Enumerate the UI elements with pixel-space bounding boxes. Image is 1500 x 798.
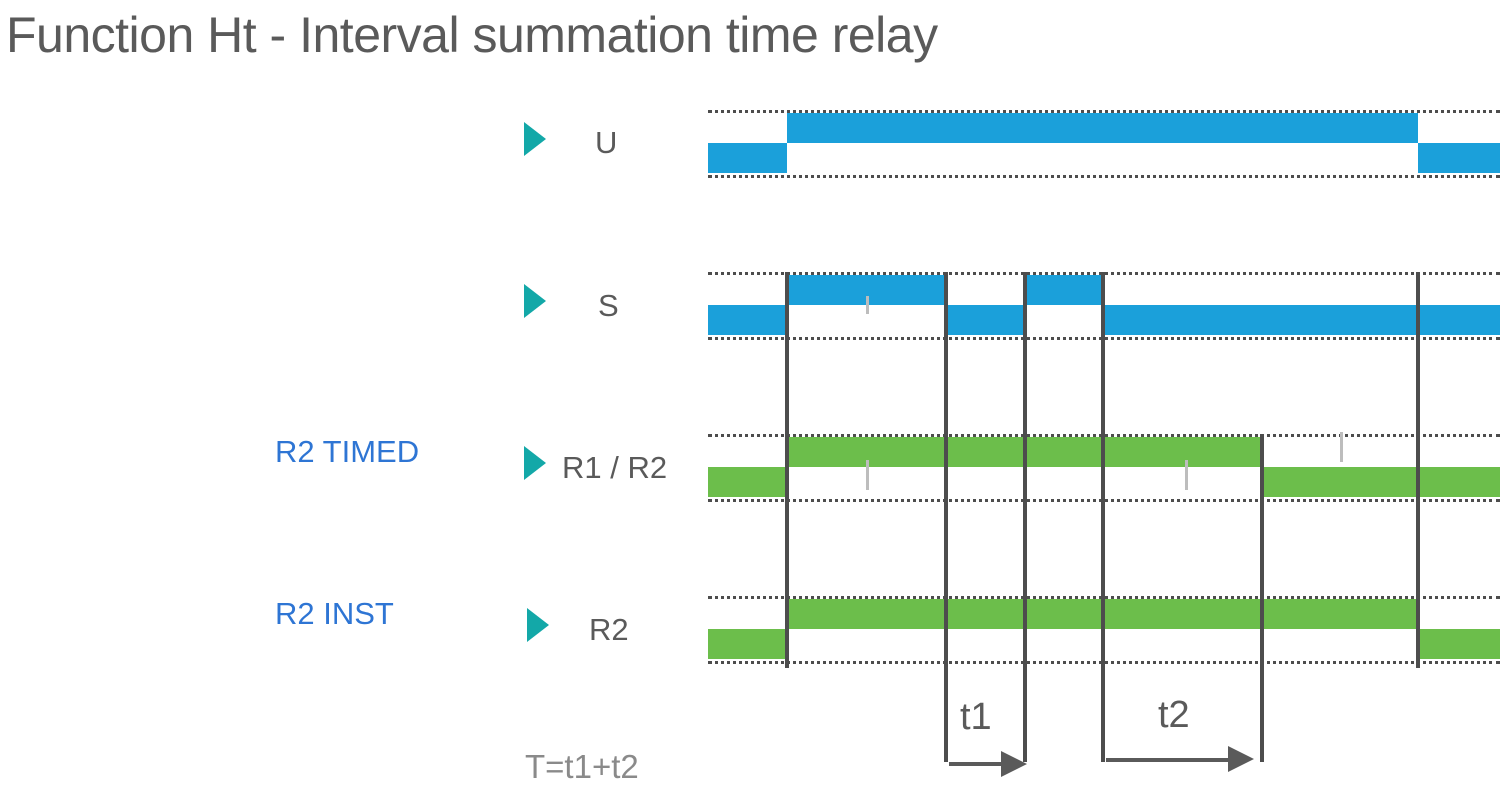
waveform-segment-low — [708, 629, 787, 659]
side-label-r2-inst: R2 INST — [275, 596, 394, 631]
page-title: Function Ht - Interval summation time re… — [6, 7, 938, 63]
event-line-3 — [1101, 272, 1105, 762]
play-triangle-icon — [527, 608, 549, 642]
minor-tick — [1185, 460, 1188, 490]
play-triangle-icon — [524, 284, 546, 318]
signal-label-u: U — [595, 125, 618, 160]
waveform-segment-low — [1418, 143, 1500, 173]
measure-bar — [1106, 758, 1238, 762]
play-triangle-icon — [524, 122, 546, 156]
side-label-r2-timed: R2 TIMED — [275, 434, 420, 469]
event-line-1 — [944, 272, 948, 762]
arrow-head-icon — [1001, 751, 1027, 777]
waveform-segment-low — [946, 305, 1025, 335]
guide-line-bottom — [708, 175, 1500, 178]
event-line-4 — [1260, 434, 1264, 762]
formula-text: T=t1+t2 — [525, 748, 639, 785]
measure-bar — [949, 762, 1011, 766]
minor-tick — [866, 296, 869, 314]
play-triangle-icon — [524, 446, 546, 480]
guide-line-top — [708, 110, 1500, 113]
minor-tick — [866, 460, 869, 490]
waveform-segment-low — [1262, 467, 1500, 497]
waveform-segment-low — [1418, 629, 1500, 659]
arrow-head-icon — [1228, 746, 1254, 772]
waveform-segment-low — [708, 467, 787, 497]
waveform-segment-high — [1025, 275, 1103, 305]
event-line-0 — [785, 272, 789, 668]
event-line-5 — [1416, 272, 1420, 668]
signal-label-s: S — [598, 288, 619, 323]
measure-label-t1: t1 — [960, 696, 992, 738]
signal-label-r2: R2 — [589, 612, 629, 647]
minor-tick — [1340, 432, 1343, 462]
event-line-2 — [1023, 272, 1027, 762]
waveform-segment-low — [708, 305, 787, 335]
waveform-segment-low — [708, 143, 787, 173]
signal-label-r1-r2: R1 / R2 — [562, 450, 668, 485]
waveform-segment-high — [787, 113, 1418, 143]
waveform-segment-low — [1103, 305, 1500, 335]
measure-label-t2: t2 — [1158, 694, 1190, 736]
